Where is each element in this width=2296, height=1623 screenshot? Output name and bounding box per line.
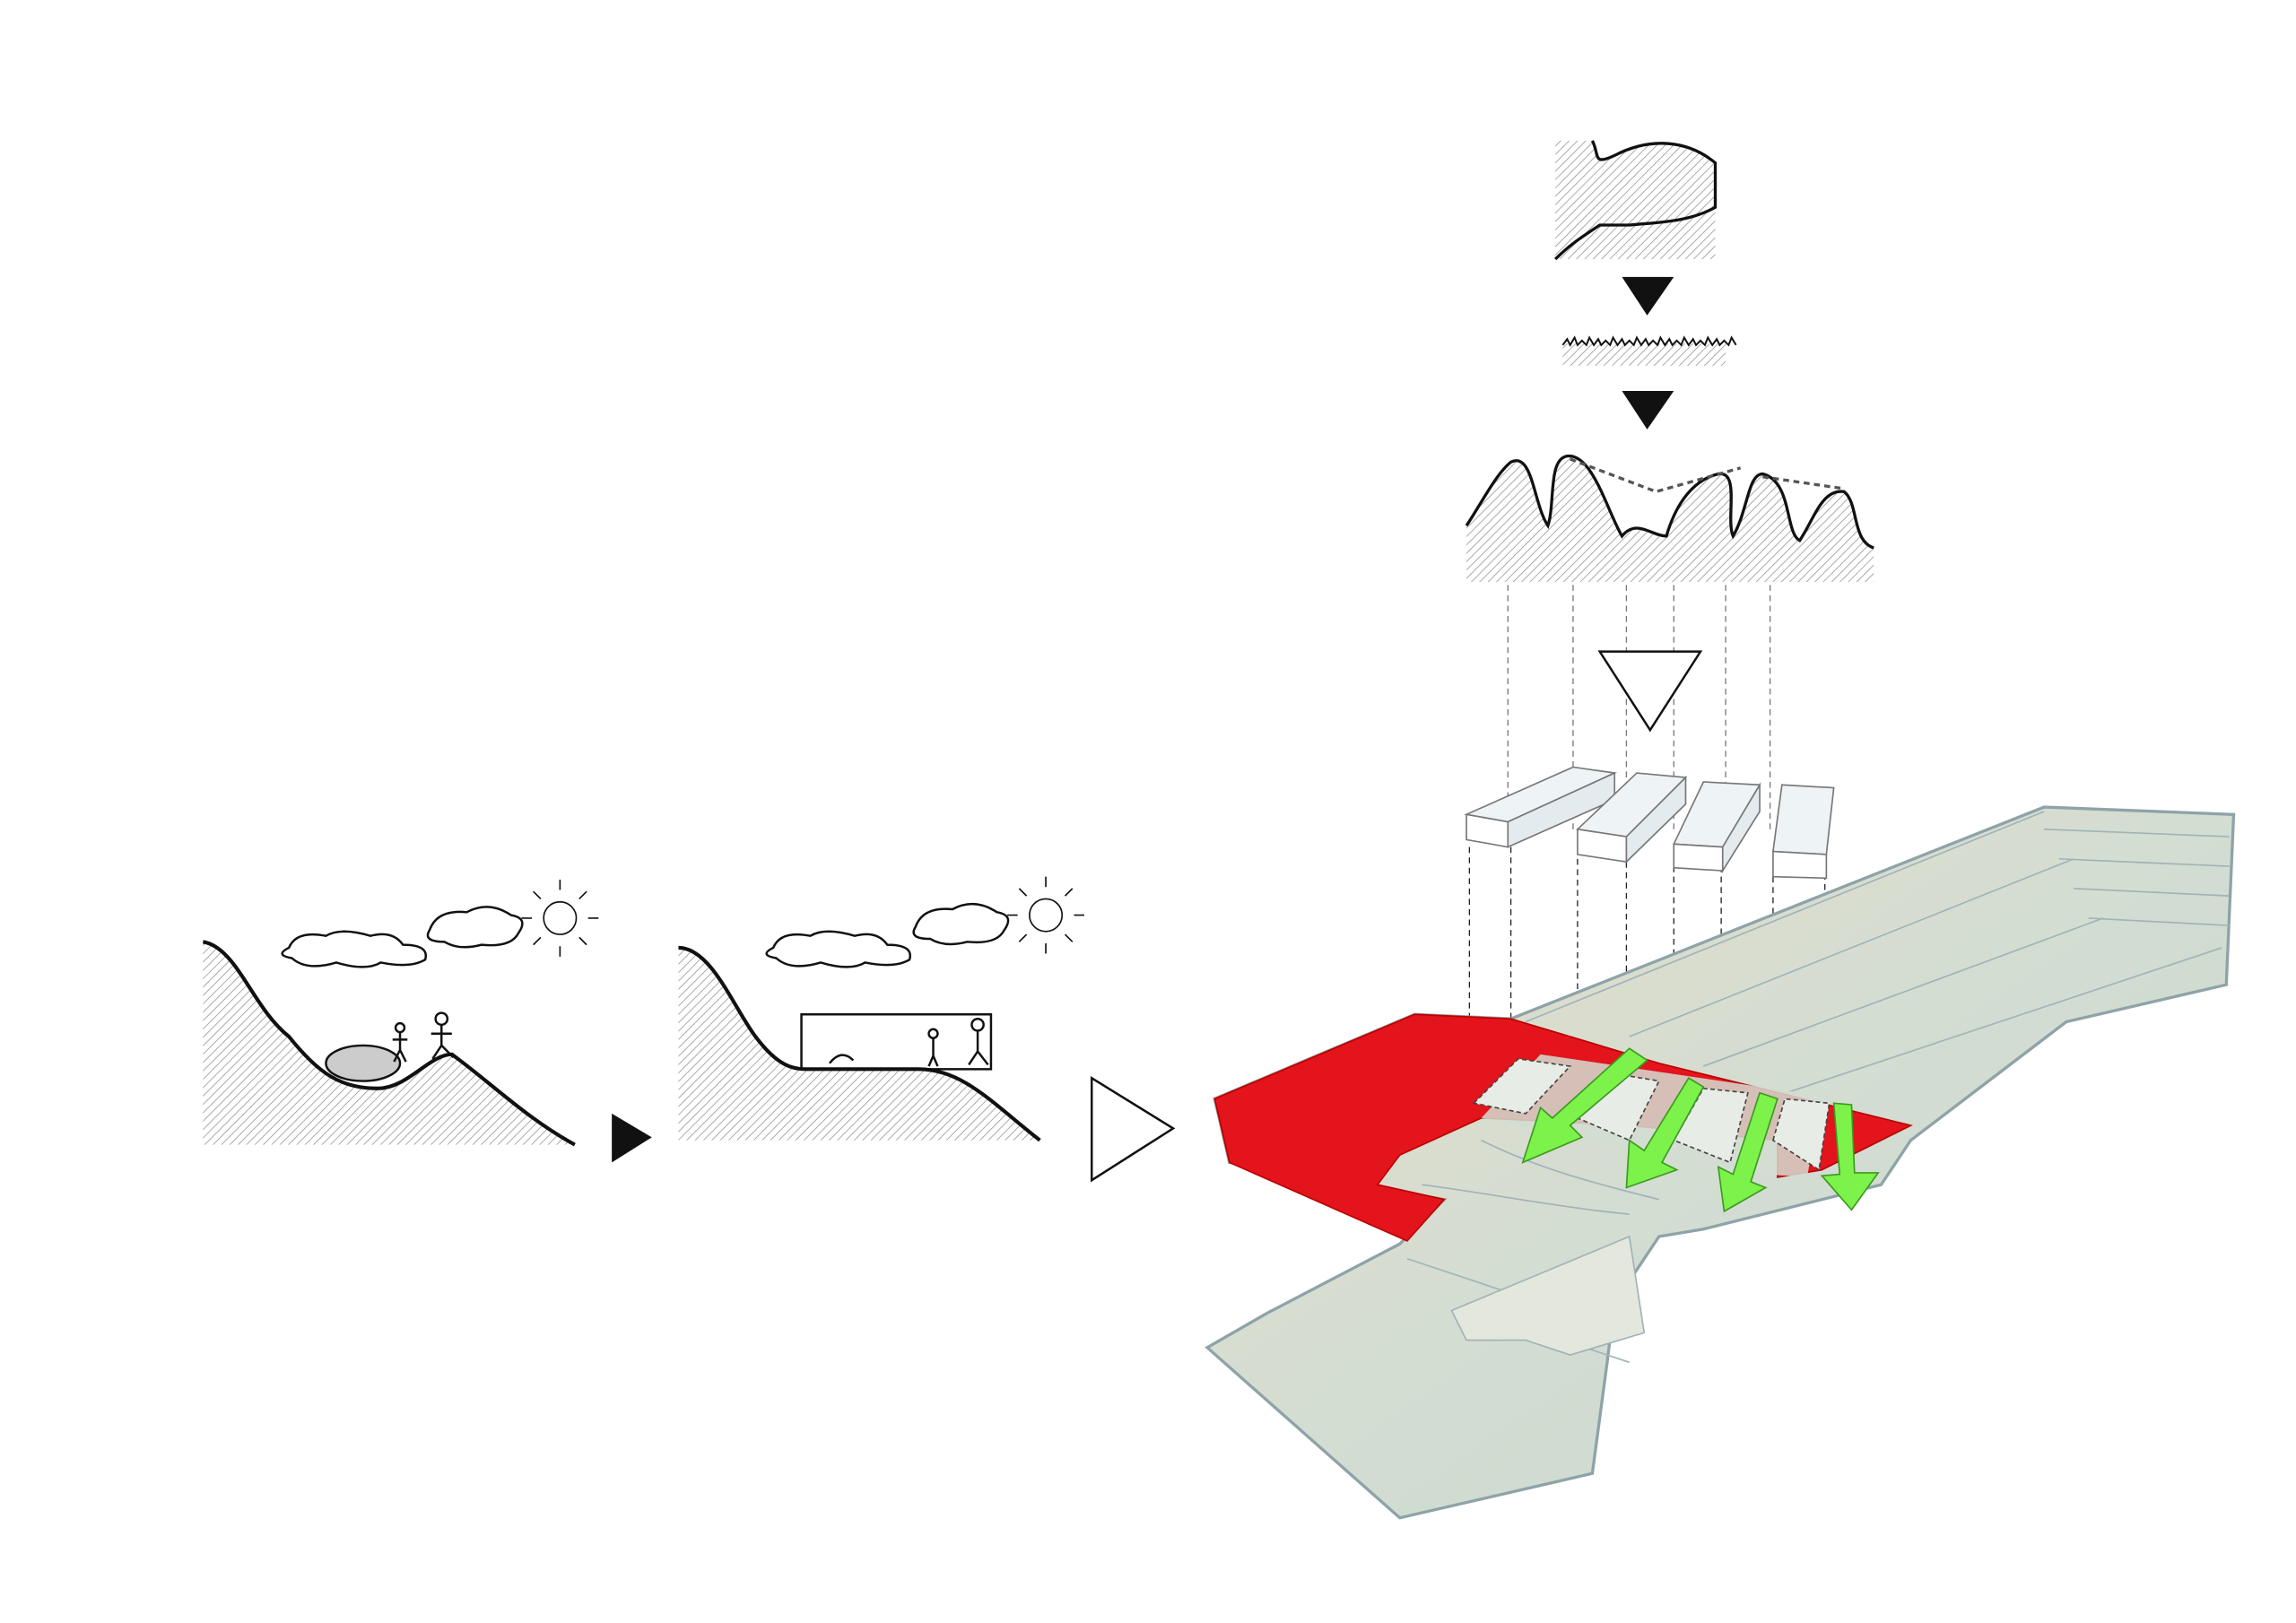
arrow-down-outline-icon (1597, 650, 1703, 733)
sketch-undulating-section (1465, 454, 1874, 583)
cloud-icon (912, 902, 1010, 946)
terrain-model (1205, 805, 2236, 1520)
sun-icon (1007, 876, 1084, 954)
arrow-right-outline-icon (1091, 1076, 1176, 1183)
person-icon (828, 1017, 989, 1067)
cloud-icon (426, 906, 524, 949)
nest-icon (325, 1044, 402, 1082)
person-icon (392, 1011, 455, 1063)
building-volume-footprints (1472, 1057, 1831, 1172)
sun-icon (521, 879, 599, 957)
sketch-cave-section (1553, 140, 1718, 261)
green-arrow-icon (1521, 1047, 1880, 1213)
sketch-grass-strip (1561, 335, 1737, 366)
arrow-down-filled-icon (1622, 390, 1674, 430)
arrow-down-filled-icon (1622, 276, 1674, 316)
sketch-natural-hollow (202, 879, 599, 1147)
building-boxes (1464, 766, 1835, 880)
cloud-icon (281, 930, 428, 968)
sketch-built-shelter (678, 876, 1084, 1142)
arrow-right-filled-icon (612, 1113, 652, 1163)
cloud-icon (765, 930, 912, 968)
